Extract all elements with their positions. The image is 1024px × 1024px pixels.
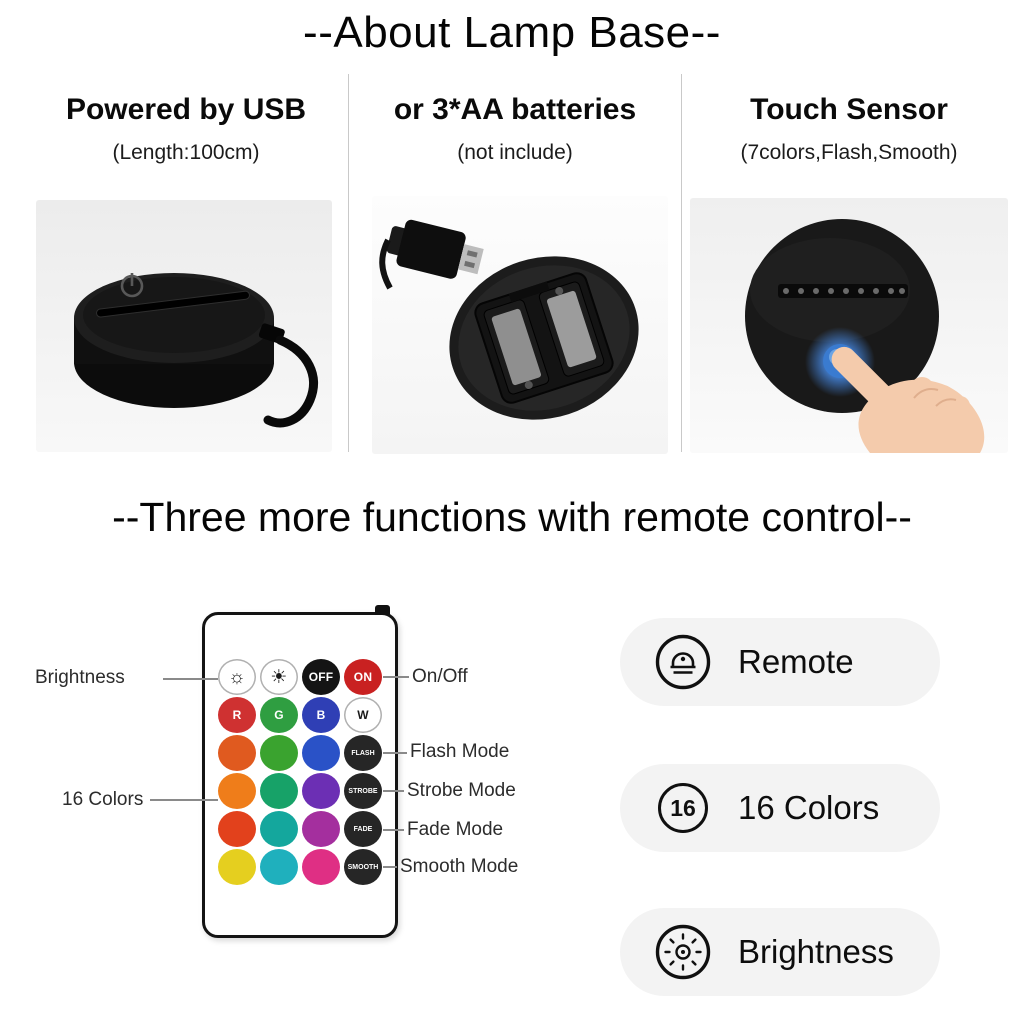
callout-strobe-mode: Strobe Mode — [407, 780, 516, 801]
callout-flash-mode: Flash Mode — [410, 741, 510, 762]
panel-battery-heading: or 3*AA batteries — [393, 93, 637, 126]
touch-base-illustration — [745, 219, 985, 453]
red-button: R — [218, 697, 256, 733]
battery-compartment-photo — [372, 196, 668, 454]
lamp-base-illustration — [74, 273, 318, 428]
strobe-mode-button: STROBE — [344, 773, 382, 809]
panel-usb: Powered by USB (Length:100cm) — [30, 93, 342, 165]
remote-ir-tab — [375, 605, 390, 615]
blue-button: B — [302, 697, 340, 733]
feature-pill-16-colors: 16 16 Colors — [620, 764, 940, 852]
color-swatch-button — [302, 773, 340, 809]
callout-line — [383, 866, 397, 868]
feature-label-brightness: Brightness — [738, 933, 894, 970]
white-button: W — [344, 697, 382, 733]
panel-usb-subheading: (Length:100cm) — [112, 141, 260, 164]
color-swatch-button — [302, 811, 340, 847]
off-button: OFF — [302, 659, 340, 695]
panel-usb-heading: Powered by USB — [65, 93, 307, 126]
feature-label-remote: Remote — [738, 643, 854, 680]
feature-pill-brightness: Brightness — [620, 908, 940, 996]
color-swatch-button — [260, 811, 298, 847]
callout-on-off: On/Off — [412, 666, 468, 687]
base-underside — [449, 256, 639, 420]
callout-line — [383, 829, 404, 831]
brightness-dim-button: ☼ — [218, 659, 256, 695]
column-divider — [348, 74, 349, 452]
touch-sensor-photo — [690, 198, 1008, 453]
callout-smooth-mode: Smooth Mode — [400, 856, 519, 877]
power-icon — [120, 273, 144, 298]
callout-line — [383, 752, 407, 754]
color-swatch-button — [260, 735, 298, 771]
callout-line — [383, 676, 409, 678]
usb-cable — [263, 335, 318, 428]
panel-touch-heading: Touch Sensor — [750, 93, 948, 126]
usb-plug — [386, 219, 484, 279]
color-swatch-button — [260, 849, 298, 885]
remote-icon — [654, 633, 712, 691]
green-button: G — [260, 697, 298, 733]
on-button: ON — [344, 659, 382, 695]
panel-battery-subheading: (not include) — [457, 141, 573, 164]
color-swatch-button — [218, 735, 256, 771]
panel-touch-subheading: (7colors,Flash,Smooth) — [740, 141, 958, 164]
flash-mode-button: FLASH — [344, 735, 382, 771]
usb-base-photo — [36, 200, 332, 452]
panel-battery: or 3*AA batteries (not include) — [352, 93, 678, 165]
color-swatch-button — [218, 811, 256, 847]
sixteen-colors-icon: 16 — [654, 779, 712, 837]
brightness-icon — [654, 923, 712, 981]
feature-pill-remote: Remote — [620, 618, 940, 706]
section-title-remote-functions: --Three more functions with remote contr… — [112, 494, 912, 540]
sixteen-badge: 16 — [658, 783, 708, 833]
color-swatch-button — [302, 735, 340, 771]
pointing-hand — [831, 346, 985, 453]
color-swatch-button — [302, 849, 340, 885]
callout-line — [150, 799, 218, 801]
color-swatch-button — [260, 773, 298, 809]
fade-mode-button: FADE — [344, 811, 382, 847]
callout-line — [163, 678, 218, 680]
battery-base-illustration — [379, 219, 639, 420]
brightness-bright-button: ☀ — [260, 659, 298, 695]
callout-line — [383, 790, 404, 792]
callout-fade-mode: Fade Mode — [407, 819, 504, 840]
color-swatch-button — [218, 849, 256, 885]
panel-touch: Touch Sensor (7colors,Flash,Smooth) — [684, 93, 1014, 165]
smooth-mode-button: SMOOTH — [344, 849, 382, 885]
feature-label-16-colors: 16 Colors — [738, 789, 880, 826]
column-divider — [681, 74, 682, 452]
color-swatch-button — [218, 773, 256, 809]
callout-brightness: Brightness — [35, 667, 125, 688]
callout-16-colors: 16 Colors — [62, 789, 144, 810]
page-title: --About Lamp Base-- — [303, 8, 721, 57]
